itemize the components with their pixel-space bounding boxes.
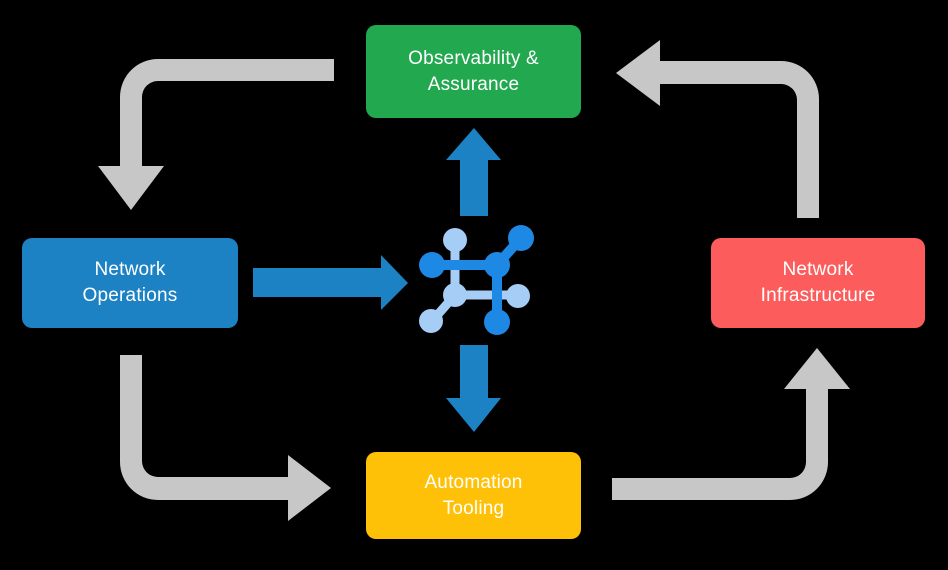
flow-arrow-operations-to-center [253, 255, 408, 310]
node-automation-tooling[interactable]: Automation Tooling [366, 452, 581, 539]
node-observability-assurance[interactable]: Observability & Assurance [366, 25, 581, 118]
node-network-infrastructure[interactable]: Network Infrastructure [711, 238, 925, 328]
flow-arrow-center-to-automation [446, 345, 501, 432]
network-topology-icon [419, 225, 534, 335]
cycle-arrow-observability-to-operations [98, 59, 334, 210]
cycle-arrow-automation-to-infrastructure [612, 348, 850, 500]
cycle-arrow-operations-to-automation [120, 355, 331, 521]
cycle-arrow-infrastructure-to-observability [616, 40, 819, 218]
node-network-operations[interactable]: Network Operations [22, 238, 238, 328]
flow-arrow-center-to-observability [446, 128, 501, 216]
